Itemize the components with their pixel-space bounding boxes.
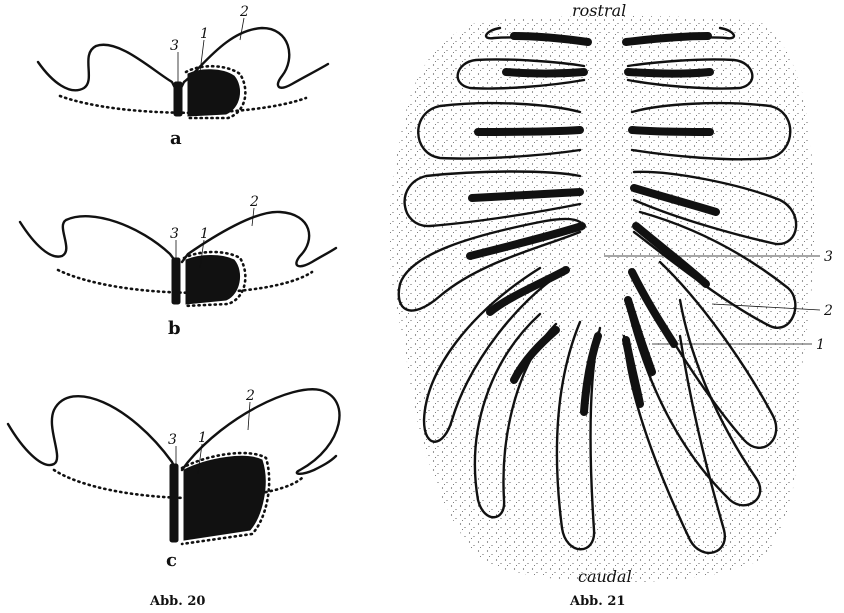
panel-a-floor [60,96,306,113]
right-epi-3 [632,130,710,132]
figure21-label-2: 2 [823,303,833,319]
panel-a-label-2: 2 [239,4,249,20]
figure21-rostral-label: rostral [572,1,626,20]
panel-b-floor [58,270,312,293]
panel-c-label-2: 2 [245,388,255,404]
panel-a-outline [38,28,328,90]
figure20-panel-a: 3 1 2 a [38,4,328,149]
panel-c-structure-1 [184,456,265,540]
figure21-stippled-background [389,16,815,583]
left-epi-2 [506,72,584,74]
figure21-label-1: 1 [816,337,825,353]
panel-a-letter: a [170,128,182,149]
figure21-caudal-label: caudal [578,567,632,586]
figure20-panel-b: 3 1 2 b [20,194,336,339]
panel-c-leader-2 [248,402,250,430]
figure21-label-3: 3 [824,249,833,265]
panel-c-label-3: 3 [168,432,177,448]
figure21: 3 2 1 rostral caudal [389,1,833,586]
panel-a-leader-2 [240,18,244,40]
figure20-panel-c: 3 1 2 c [8,388,339,571]
panel-b-structure-3 [172,258,180,304]
figure21-caption: Abb. 21 [569,594,625,609]
panel-a-label-3: 3 [170,38,179,54]
right-epi-2 [628,72,710,74]
left-epi-3 [478,130,580,132]
figure20-caption: Abb. 20 [149,594,205,609]
panel-b-label-3: 3 [170,226,179,242]
panel-b-label-2: 2 [249,194,259,210]
panel-c-letter: c [166,550,177,571]
panel-b-letter: b [168,318,181,339]
panel-c-structure-3 [170,464,178,542]
panel-b-label-1: 1 [200,226,209,242]
panel-a-structure-3 [174,82,182,116]
panel-b-structure-1 [186,256,240,305]
panel-c-label-1: 1 [198,430,207,446]
panel-a-structure-1 [188,70,240,116]
panel-a-label-1: 1 [200,26,209,42]
